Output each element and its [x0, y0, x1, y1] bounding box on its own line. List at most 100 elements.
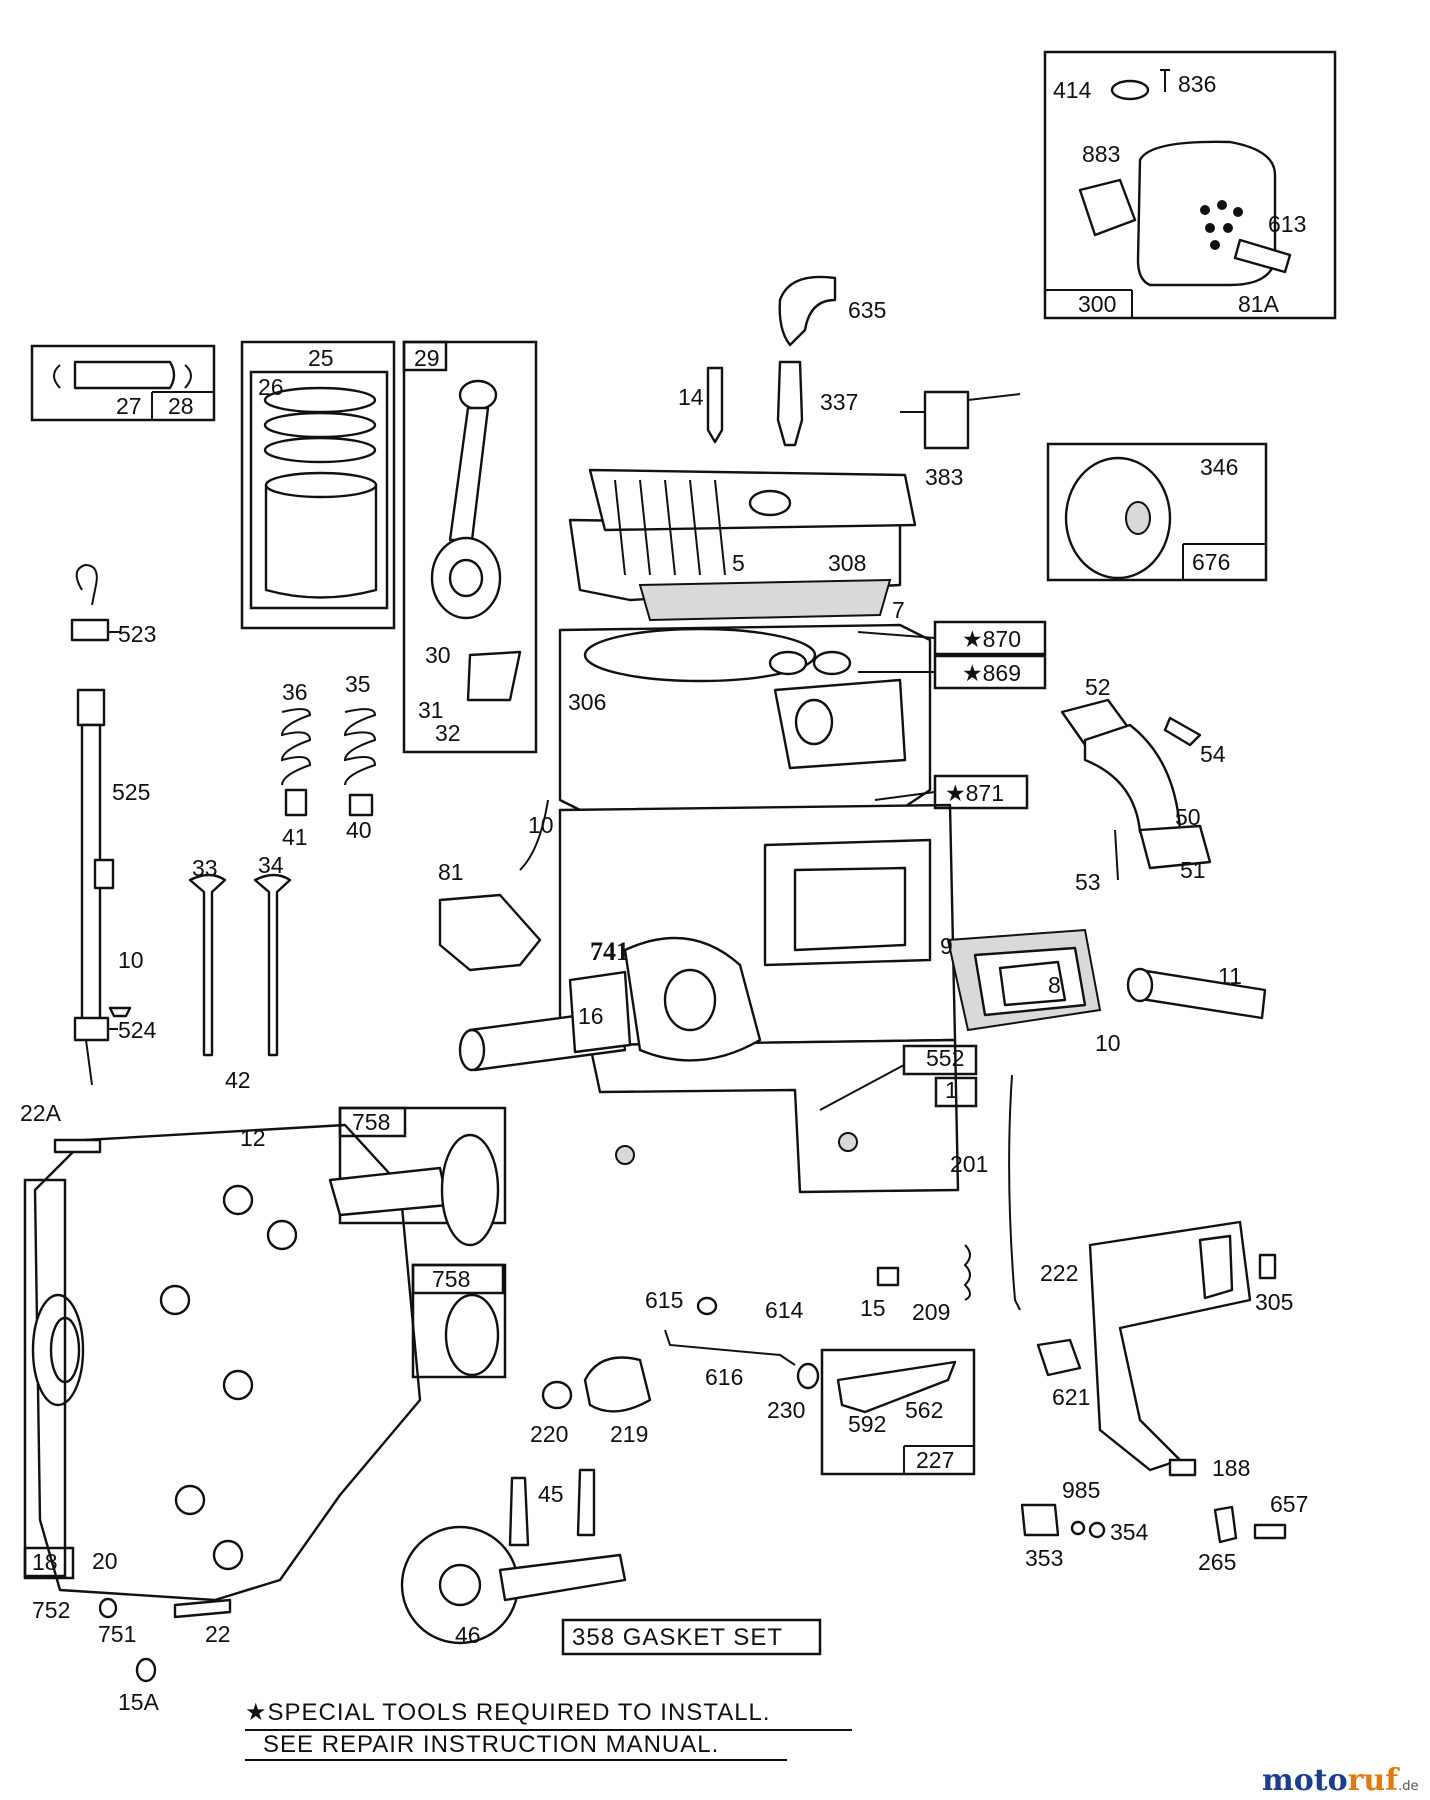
label-15A: 15A: [118, 1689, 160, 1715]
washer-230: [796, 1362, 820, 1390]
label-36: 36: [282, 679, 308, 705]
blower-housing-part: [1046, 442, 1268, 582]
label-33: 33: [192, 855, 218, 881]
label-870: ★870: [962, 626, 1021, 652]
label-621: 621: [1052, 1384, 1090, 1410]
label-46: 46: [455, 1622, 481, 1648]
control-bracket: [1088, 1220, 1252, 1472]
label-676: 676: [1192, 549, 1230, 575]
governor-lever-box: [820, 1348, 976, 1476]
clip-615: [696, 1296, 718, 1316]
label-40: 40: [346, 817, 372, 843]
label-552: 552: [926, 1045, 964, 1071]
clip-265: [1213, 1505, 1238, 1544]
label-308: 308: [828, 550, 866, 576]
label-209: 209: [912, 1299, 950, 1325]
label-741: 741: [590, 937, 629, 966]
label-5: 5: [732, 550, 745, 576]
intake-elbow: [1060, 698, 1212, 870]
breather-bracket: [438, 893, 542, 972]
label-15: 15: [860, 1295, 886, 1321]
watermark: motoruf.de: [1262, 1763, 1419, 1798]
switch-353: [1020, 1503, 1060, 1537]
label-227: 227: [916, 1447, 954, 1473]
label-524: 524: [118, 1017, 157, 1043]
watermark-brand-b: ruf: [1348, 1763, 1401, 1798]
bolt-53: [1114, 829, 1119, 881]
label-10c: 10: [1095, 1030, 1121, 1056]
label-18: 18: [32, 1549, 58, 1575]
label-562: 562: [905, 1397, 943, 1423]
connecting-rod-box: [402, 340, 538, 754]
label-222: 222: [1040, 1260, 1078, 1286]
bolt-22A: [53, 1138, 102, 1154]
label-31: 31: [418, 697, 444, 723]
gasket-set-box: [561, 1618, 822, 1656]
label-836: 836: [1178, 71, 1216, 97]
label-383: 383: [925, 464, 963, 490]
head-bolt: [706, 366, 724, 444]
label-201: 201: [950, 1151, 988, 1177]
label-10b: 10: [118, 947, 144, 973]
label-30: 30: [425, 642, 451, 668]
label-305: 305: [1255, 1289, 1293, 1315]
piston-pin-kit: [30, 344, 216, 422]
label-52: 52: [1085, 674, 1111, 700]
label-22A: 22A: [20, 1100, 62, 1126]
label-28: 28: [168, 393, 194, 419]
spark-plug-boot: [778, 275, 837, 347]
watermark-brand-a: moto: [1262, 1763, 1348, 1798]
label-20: 20: [92, 1548, 118, 1574]
label-985: 985: [1062, 1477, 1100, 1503]
label-883: 883: [1082, 141, 1120, 167]
label-51: 51: [1180, 857, 1206, 883]
piston-assembly-box: [240, 340, 396, 630]
label-414: 414: [1053, 77, 1092, 103]
label-81A: 81A: [1238, 291, 1280, 317]
label-29: 29: [414, 345, 440, 371]
callout-box-552: [902, 1044, 978, 1076]
label-751: 751: [98, 1621, 136, 1647]
label-523: 523: [118, 621, 156, 647]
callout-bar-18: [23, 1178, 67, 1578]
plug-15A: [135, 1657, 157, 1683]
label-45: 45: [538, 1481, 564, 1507]
label-230: 230: [767, 1397, 805, 1423]
label-9: 9: [940, 933, 953, 959]
footnote-line-2: SEE REPAIR INSTRUCTION MANUAL.: [263, 1731, 719, 1758]
label-11: 11: [1218, 963, 1242, 989]
label-265: 265: [1198, 1549, 1236, 1575]
washer-751: [98, 1597, 118, 1619]
label-22: 22: [205, 1621, 231, 1647]
label-869: ★869: [962, 660, 1021, 686]
label-615: 615: [645, 1287, 683, 1313]
label-657: 657: [1270, 1491, 1308, 1517]
label-54: 54: [1200, 741, 1226, 767]
spark-plug-tool: [923, 390, 970, 450]
label-346: 346: [1200, 454, 1238, 480]
label-41: 41: [282, 824, 308, 850]
footnote-line-1: ★SPECIAL TOOLS REQUIRED TO INSTALL.: [245, 1699, 771, 1726]
label-220: 220: [530, 1421, 568, 1447]
label-188: 188: [1212, 1455, 1250, 1481]
camshaft: [400, 1468, 627, 1645]
valves: [188, 873, 292, 1057]
governor-shaft: [664, 1329, 796, 1366]
plug-15: [876, 1266, 900, 1287]
label-81: 81: [438, 859, 464, 885]
label-758a: 758: [352, 1109, 390, 1135]
label-34: 34: [258, 852, 284, 878]
label-14: 14: [678, 384, 704, 410]
label-752: 752: [32, 1597, 70, 1623]
label-7: 7: [892, 597, 905, 623]
label-300: 300: [1078, 291, 1116, 317]
watermark-suffix: .de: [1398, 1779, 1418, 1794]
screw-188: [1168, 1458, 1197, 1477]
spring-209: [963, 1244, 971, 1301]
muffler-assembly: [1043, 50, 1337, 320]
label-35: 35: [345, 671, 371, 697]
label-635: 635: [848, 297, 886, 323]
breather-cover: [946, 928, 1267, 1032]
callout-box-1: [934, 1076, 978, 1108]
label-219: 219: [610, 1421, 648, 1447]
